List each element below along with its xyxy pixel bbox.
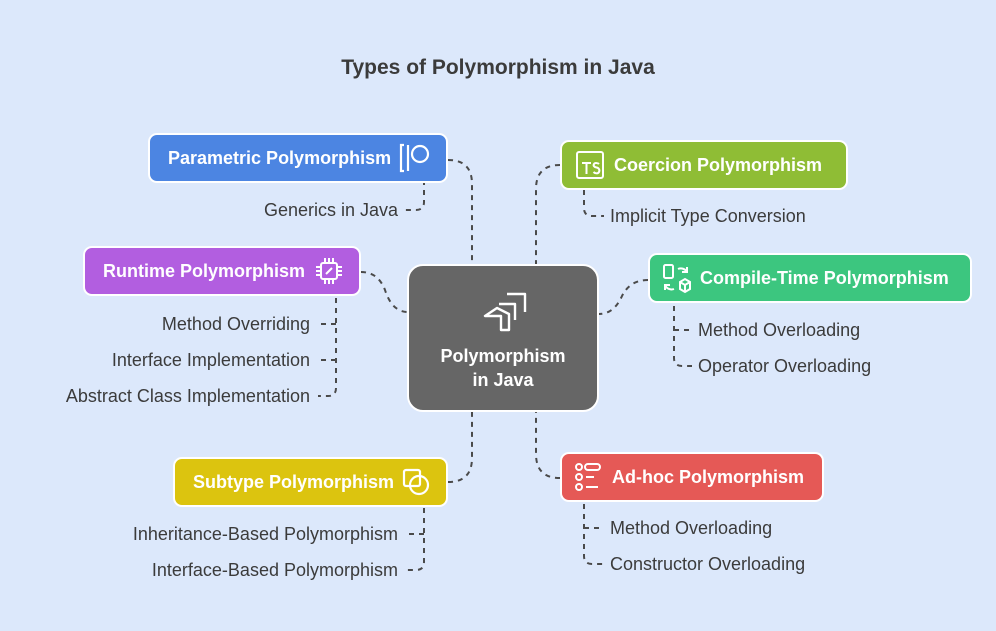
leaf-method-overriding: Method Overriding [161, 314, 310, 334]
leaf-operator-overloading: Operator Overloading [698, 356, 872, 376]
overlap-shapes-icon [398, 464, 434, 500]
leaf-interface-based-polymorphism: Interface-Based Polymorphism [151, 560, 398, 580]
subtype-polymorphism-label: Subtype Polymorphism [193, 471, 395, 492]
runtime-polymorphism-label: Runtime Polymorphism [103, 260, 306, 281]
diagram-title: Types of Polymorphism in Java [341, 56, 655, 79]
bracket-circle-icon [397, 140, 433, 176]
leaf-method-overloading-adhoc: Method Overloading [610, 518, 773, 538]
leaf-abstract-class-implementation: Abstract Class Implementation [65, 386, 310, 406]
leaf-interface-implementation: Interface Implementation [111, 350, 310, 370]
coercion-polymorphism-box[interactable]: Coercion Polymorphism [560, 140, 848, 190]
leaf-inheritance-based-polymorphism: Inheritance-Based Polymorphism [132, 524, 398, 544]
leaf-implicit-type-conversion: Implicit Type Conversion [610, 206, 806, 226]
coercion-polymorphism-label: Coercion Polymorphism [614, 154, 823, 175]
typescript-icon [572, 147, 608, 183]
parametric-polymorphism-label: Parametric Polymorphism [168, 147, 392, 168]
center-title-line2: in Java [472, 370, 534, 390]
compile-time-polymorphism-label: Compile-Time Polymorphism [700, 267, 949, 288]
leaf-constructor-overloading: Constructor Overloading [610, 554, 806, 574]
runtime-polymorphism-box[interactable]: Runtime Polymorphism [83, 246, 361, 296]
center-node[interactable]: Polymorphism in Java [407, 264, 599, 412]
chip-icon [311, 253, 347, 289]
parametric-polymorphism-box[interactable]: Parametric Polymorphism [148, 133, 448, 183]
leaf-generics-in-java: Generics in Java [263, 200, 398, 220]
compile-time-polymorphism-box[interactable]: Compile-Time Polymorphism [648, 253, 972, 303]
list-icon [570, 459, 606, 495]
center-title: Polymorphism in Java [409, 344, 597, 392]
adhoc-polymorphism-label: Ad-hoc Polymorphism [612, 466, 805, 487]
subtype-polymorphism-box[interactable]: Subtype Polymorphism [173, 457, 448, 507]
adhoc-polymorphism-box[interactable]: Ad-hoc Polymorphism [560, 452, 824, 502]
leaf-method-overloading-compile-time: Method Overloading [698, 320, 861, 340]
stairs-arrow-icon [479, 286, 531, 343]
center-title-line1: Polymorphism [440, 346, 566, 366]
transform-icon [658, 260, 694, 296]
